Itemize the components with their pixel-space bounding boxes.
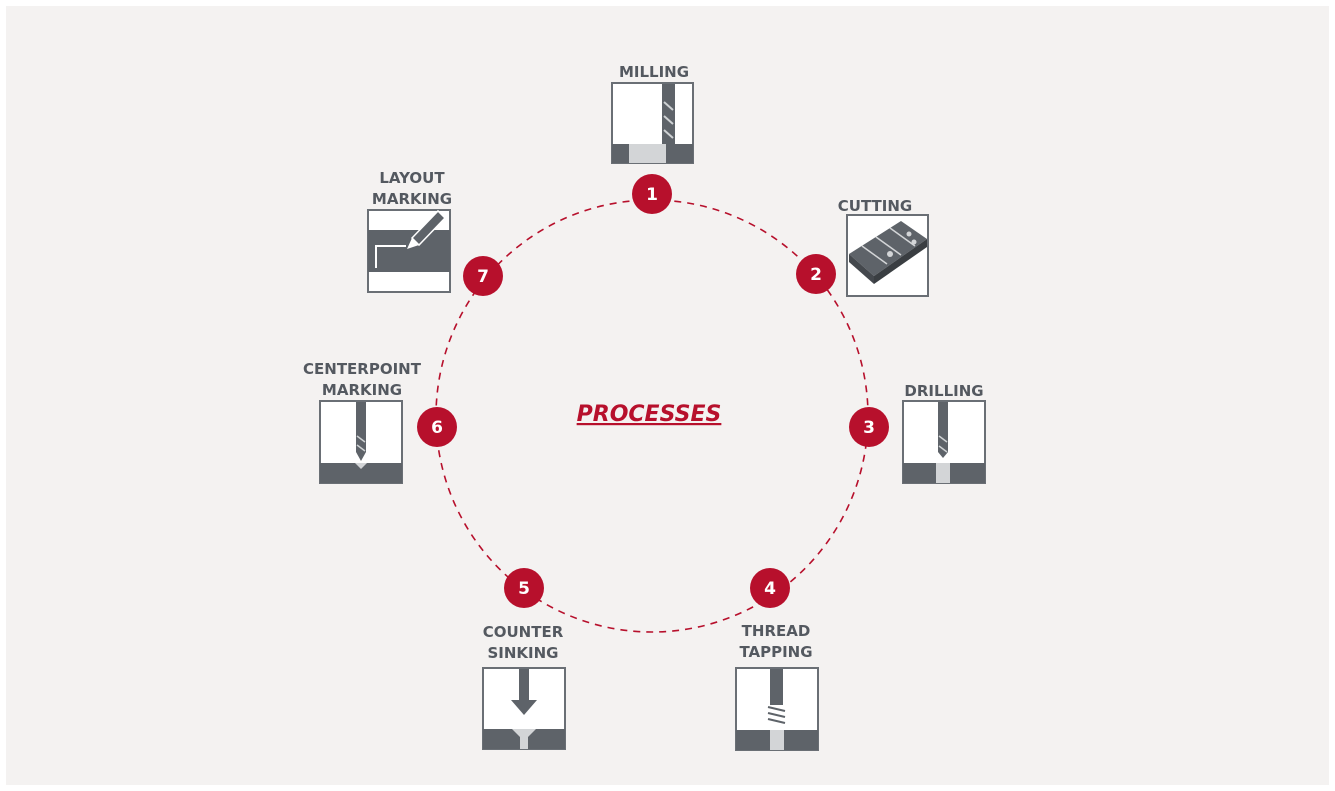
step-label: CENTERPOINT [303, 360, 422, 378]
step-thread-tapping: THREAD TAPPING 4 [735, 568, 819, 751]
step-label: LAYOUT [379, 169, 445, 187]
step-number-badge [463, 256, 503, 296]
step-number: 2 [810, 265, 822, 285]
step-label: MARKING [322, 381, 402, 399]
step-number: 5 [518, 579, 530, 599]
milling-icon [611, 82, 694, 164]
step-milling: MILLING 1 [611, 63, 694, 214]
process-cycle: PROCESSES MILLING 1 CUTTING [303, 63, 986, 751]
step-number: 6 [431, 418, 443, 438]
step-number-badge [796, 254, 836, 294]
process-diagram: PROCESSES MILLING 1 CUTTING [6, 6, 1329, 785]
step-centerpoint-marking: CENTERPOINT MARKING 6 [303, 360, 457, 484]
step-number-badge [417, 407, 457, 447]
step-cutting: CUTTING 2 [796, 197, 929, 297]
diagram-title: PROCESSES [577, 402, 722, 427]
step-label: CUTTING [838, 197, 912, 215]
step-number: 7 [477, 267, 489, 287]
step-number-badge [504, 568, 544, 608]
step-label: MILLING [619, 63, 689, 81]
step-number-badge [750, 568, 790, 608]
step-label: DRILLING [904, 382, 983, 400]
step-layout-marking: LAYOUT MARKING 7 [367, 169, 503, 296]
step-label: COUNTER [483, 623, 564, 641]
step-counter-sinking: COUNTER SINKING 5 [482, 568, 566, 750]
counter-sinking-icon [482, 667, 566, 750]
step-number: 1 [646, 185, 658, 205]
layout-marking-icon [367, 209, 451, 293]
step-drilling: DRILLING 3 [849, 382, 986, 484]
step-label: THREAD [742, 622, 811, 640]
step-number: 3 [863, 418, 875, 438]
cutting-icon [846, 214, 929, 297]
step-label: MARKING [372, 190, 452, 208]
step-label: TAPPING [739, 643, 812, 661]
thread-tapping-icon [735, 667, 819, 751]
drilling-icon [902, 400, 986, 484]
step-number-badge [632, 174, 672, 214]
step-number: 4 [764, 579, 776, 599]
step-label: SINKING [487, 644, 558, 662]
centerpoint-marking-icon [319, 400, 403, 484]
step-number-badge [849, 407, 889, 447]
